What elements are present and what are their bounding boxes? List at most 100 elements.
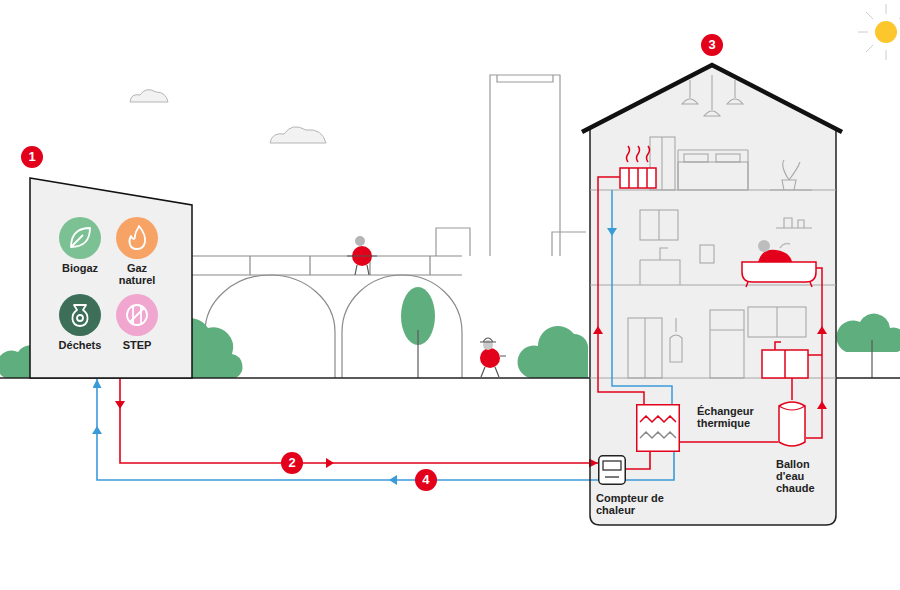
building-shape-part-part (598, 177, 644, 404)
heat-meter-shape-part (599, 456, 626, 485)
trees-part (518, 326, 589, 378)
building-shape-part-part (661, 137, 662, 190)
people-part (355, 265, 369, 275)
heat-meter-shape-part (605, 476, 619, 477)
building-shape-part-part (670, 318, 682, 362)
component-label: Échangeur thermique (697, 405, 777, 429)
building-shape-part-part (644, 318, 645, 378)
people-part (347, 256, 377, 257)
source-icon: Gaz naturel (116, 217, 158, 259)
callout-number: 3 (701, 34, 723, 56)
building-shape-part (590, 130, 836, 525)
building-shape-part-part (684, 154, 708, 162)
heat-exchanger-shape (636, 404, 680, 452)
source-icon-shape (59, 294, 101, 336)
house-fill-part (586, 65, 838, 525)
building-shape-part (607, 228, 617, 236)
city-buildings (436, 75, 586, 256)
pipe-connector (120, 378, 598, 463)
source-icon-shape-part-part (127, 305, 147, 325)
building-shape-part-part (678, 162, 748, 190)
flow-direction-arrows (92, 401, 397, 485)
heat-meter-shape-part (603, 461, 621, 470)
source-icon-shape-part-part (77, 315, 83, 321)
component-label: Biogaz (40, 262, 120, 274)
building-shape-part-part (628, 318, 662, 378)
source-icon-shape-part (116, 294, 158, 336)
source-icon-shape-part (71, 228, 90, 247)
heat-exchanger-shape-part (640, 432, 676, 438)
building-shape-part-part (748, 307, 806, 337)
building-shape-part-part (770, 160, 812, 190)
building-shape-part-part (806, 268, 822, 438)
bridge-part (190, 256, 462, 275)
building-shape-part (590, 75, 836, 378)
component-label: STEP (97, 339, 177, 351)
energy-plant-shape-part (30, 178, 192, 378)
source-icon: Biogaz (59, 217, 101, 259)
source-icon-shape-part-part (130, 306, 144, 324)
source-icon: STEP (116, 294, 158, 336)
sun-part-part (866, 45, 873, 52)
component-label: Gaz naturel (109, 262, 165, 286)
clouds (130, 90, 326, 143)
people (347, 236, 506, 377)
sun-part-part (866, 12, 873, 19)
heat-exchanger: Échangeur thermique (636, 404, 680, 452)
building-shape-part-part (776, 307, 777, 337)
component-label: Déchets (40, 339, 120, 351)
building-shape-part (598, 146, 822, 438)
building-shape-part-part (775, 342, 785, 378)
building-shape-part-part (629, 168, 647, 188)
tree-trunks-part (871, 340, 872, 378)
city-buildings-part (497, 75, 553, 82)
building-shape-part (582, 65, 842, 132)
source-icon-shape-part (129, 226, 145, 249)
source-icon: Déchets (59, 294, 101, 336)
sun-part-part (858, 32, 868, 33)
building-shape-part-part (682, 99, 743, 116)
bridge-part (250, 256, 430, 275)
building: 3Échangeur thermiqueBallon d'eau chaudeC… (586, 65, 838, 525)
building-shape-part (612, 190, 672, 404)
city-buildings-part (552, 232, 586, 256)
clouds-part (270, 127, 326, 143)
building-shape-part-part (700, 245, 714, 263)
component-label: Ballon d'eau chaude (776, 458, 826, 494)
heat-meter-shape (598, 455, 626, 485)
trees-part (836, 314, 900, 352)
building-shape-part-part (678, 150, 748, 190)
heat-exchanger-shape-part (637, 405, 680, 452)
building-shape-part-part (776, 218, 812, 228)
clouds-part (130, 90, 168, 102)
building-shape-part (780, 244, 790, 249)
building-shape-part-part (710, 329, 744, 330)
pipe-connector (97, 379, 674, 480)
source-icon-shape (116, 217, 158, 259)
building-shape-part-part (690, 75, 735, 110)
building-shape-part-part (658, 210, 659, 240)
city-buildings-part (490, 75, 560, 256)
building-shape-part-part (742, 262, 816, 282)
sun (858, 4, 900, 60)
sun-part (858, 4, 900, 60)
building-shape-part (593, 326, 827, 409)
heat-exchanger-shape-part (640, 416, 676, 422)
component-label: Compteur de chaleur (596, 492, 674, 516)
tree-trunks-part (417, 330, 418, 378)
hot-water-tank-shape-part (779, 406, 805, 410)
hot-water-tank: Ballon d'eau chaude (778, 400, 806, 448)
source-icon-shape-part (59, 294, 101, 336)
house-fill (586, 65, 838, 525)
pipe-connector (680, 441, 778, 443)
people-part (480, 338, 496, 342)
sun-part-part (886, 4, 887, 14)
callout-number: 2 (281, 452, 303, 474)
people-part (481, 356, 506, 377)
heat-meter: Compteur de chaleur (598, 455, 626, 485)
people-part (480, 348, 500, 368)
building-shape-part-part (791, 378, 793, 400)
source-icon-shape-part-part (72, 305, 87, 326)
people-part (355, 236, 365, 246)
